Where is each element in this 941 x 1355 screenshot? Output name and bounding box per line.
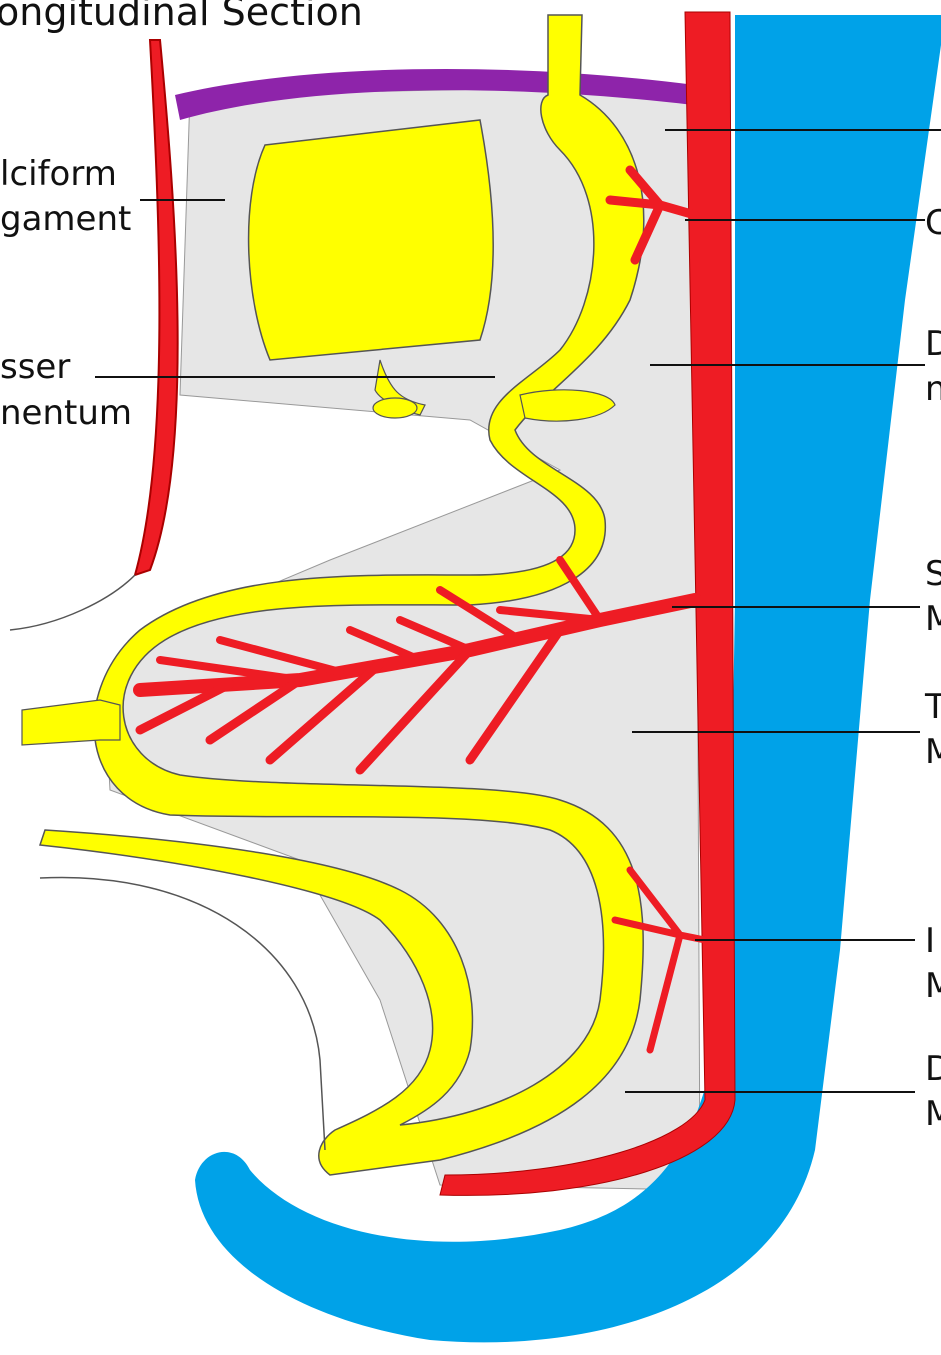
- label-inferior-mesenteric-1: I: [925, 921, 935, 961]
- gallbladder: [373, 398, 417, 418]
- label-inferior-mesenteric-2: M: [925, 966, 941, 1006]
- label-dorsal-mesentery-2: M: [925, 1094, 941, 1134]
- cloaca-outline: [40, 877, 325, 1150]
- diagram-title: ongitudinal Section: [0, 0, 363, 34]
- label-dorsal-mesogastrium-2: n: [925, 369, 941, 409]
- label-transverse-mesocolon-2: M: [925, 732, 941, 772]
- label-dorsal-mesentery-1: D: [925, 1049, 941, 1089]
- anterior-body-wall-outline: [10, 575, 135, 630]
- label-dorsal-mesogastrium-1: D: [925, 324, 941, 364]
- label-celiac-artery: C: [925, 203, 941, 243]
- vitelline-duct: [22, 700, 120, 745]
- label-falciform-ligament-1: lciform: [0, 154, 117, 194]
- anterior-body-wall: [135, 40, 178, 575]
- label-transverse-mesocolon-1: T: [924, 687, 941, 727]
- liver: [249, 120, 494, 360]
- label-superior-mesenteric-2: M: [925, 599, 941, 639]
- label-superior-mesenteric-1: S: [925, 554, 941, 594]
- label-lesser-omentum-2: nentum: [0, 393, 132, 433]
- label-falciform-ligament-2: gament: [0, 199, 131, 239]
- label-lesser-omentum-1: sser: [0, 347, 70, 387]
